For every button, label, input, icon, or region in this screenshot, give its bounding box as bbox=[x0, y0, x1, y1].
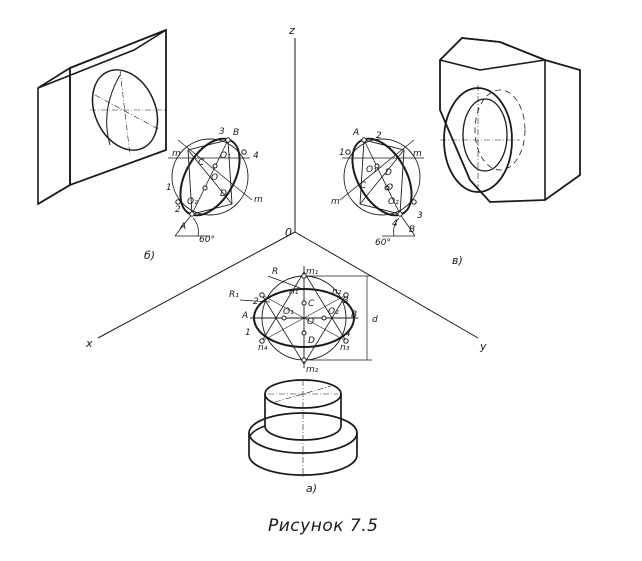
view-c-label-m-top: m bbox=[413, 149, 422, 159]
view-c-label-D: D bbox=[385, 168, 392, 178]
view-a-label-d: d bbox=[372, 315, 378, 325]
right-nut-inner-ring bbox=[462, 98, 508, 172]
view-a-label-1: 1 bbox=[245, 328, 251, 338]
view-a-label-O2: O₂ bbox=[328, 307, 339, 317]
view-a-label-4: 4 bbox=[345, 329, 351, 339]
view-a-label-O1: O₁ bbox=[283, 307, 294, 317]
view-c-label-3: 3 bbox=[417, 211, 423, 221]
view-a-label-n3: n₃ bbox=[340, 343, 350, 353]
view-b-labels: 3 B m C O₁ 4 O 1 D O₂ m 2 A 60° б) bbox=[144, 127, 263, 262]
view-b-tag: б) bbox=[144, 249, 155, 262]
view-c-label-angle: 60° bbox=[375, 238, 391, 248]
view-a-labels: R m₁ n₁ n₂ R₁ 2 C 3 A O₁ O O₂ B 1 D 4 n₄… bbox=[229, 267, 378, 375]
view-b-circle bbox=[171, 138, 249, 216]
view-c-label-4: 4 bbox=[392, 219, 398, 229]
view-a-construction bbox=[239, 266, 372, 368]
view-b-label-O1: O₁ bbox=[220, 151, 231, 161]
view-c-label-O2: O₂ bbox=[388, 197, 399, 207]
view-a-label-m1: m₁ bbox=[306, 267, 319, 277]
view-a-label-D: D bbox=[308, 336, 315, 346]
view-b-construction bbox=[168, 137, 253, 237]
view-a-label-2: 2 bbox=[253, 297, 259, 307]
view-a-label-R1: R₁ bbox=[229, 290, 239, 300]
view-c-label-B: B bbox=[409, 225, 415, 235]
view-c-labels: A 2 1 m O₁ D C O m O₂ 3 4 B 60° в) bbox=[331, 128, 463, 267]
right-nut-solid bbox=[439, 37, 581, 203]
view-c-label-C: C bbox=[360, 181, 367, 191]
y-axis-line bbox=[294, 231, 479, 339]
view-b-label-1: 1 bbox=[166, 183, 172, 193]
view-c-circle bbox=[343, 138, 421, 216]
view-c-label-A: A bbox=[352, 128, 359, 138]
view-c-label-m-left: m bbox=[331, 197, 340, 207]
view-a-label-C: C bbox=[308, 299, 315, 309]
view-a-label-n2: n₂ bbox=[332, 287, 342, 297]
origin-label: 0 bbox=[285, 226, 292, 239]
view-a-label-m2: m₂ bbox=[306, 365, 319, 375]
view-b-label-2: 2 bbox=[175, 205, 181, 215]
view-a-label-O: O bbox=[307, 317, 314, 327]
view-c-label-O1: O₁ bbox=[366, 165, 377, 175]
view-b-label-3: 3 bbox=[219, 127, 225, 137]
view-b-label-O: O bbox=[211, 173, 218, 183]
view-a-label-n1: n₁ bbox=[289, 287, 299, 297]
left-block-hole bbox=[91, 69, 159, 151]
x-axis-label: x bbox=[85, 337, 93, 350]
view-b-label-B: B bbox=[233, 128, 239, 138]
view-b-label-m-top: m bbox=[172, 149, 181, 159]
view-a-label-R: R bbox=[272, 267, 278, 277]
view-b-label-C: C bbox=[198, 158, 205, 168]
view-b-label-m-right: m bbox=[254, 195, 263, 205]
view-c-label-O: O bbox=[386, 183, 393, 193]
view-c-construction bbox=[339, 137, 424, 237]
view-b-label-angle: 60° bbox=[199, 235, 215, 245]
view-b-label-O2: O₂ bbox=[187, 197, 198, 207]
z-axis-label: z bbox=[288, 24, 295, 37]
view-a-label-3: 3 bbox=[343, 296, 349, 306]
center-stepped-cylinder bbox=[248, 379, 358, 478]
view-c-label-2: 2 bbox=[376, 131, 382, 141]
figure-caption: Рисунок 7.5 bbox=[268, 516, 379, 536]
view-a-tag: а) bbox=[306, 482, 317, 495]
view-a-label-n4: n₄ bbox=[258, 343, 268, 353]
view-b-label-4: 4 bbox=[253, 151, 259, 161]
view-b-label-A: A bbox=[179, 222, 186, 232]
y-axis-label: y bbox=[479, 340, 487, 353]
view-b-label-D: D bbox=[220, 189, 227, 199]
view-a-label-A: A bbox=[241, 311, 248, 321]
left-block-solid bbox=[37, 28, 167, 206]
view-a-label-B: B bbox=[351, 310, 357, 320]
x-axis-line bbox=[97, 231, 296, 339]
view-c-tag: в) bbox=[452, 254, 463, 267]
view-c-label-1: 1 bbox=[339, 148, 345, 158]
axes bbox=[97, 38, 479, 339]
